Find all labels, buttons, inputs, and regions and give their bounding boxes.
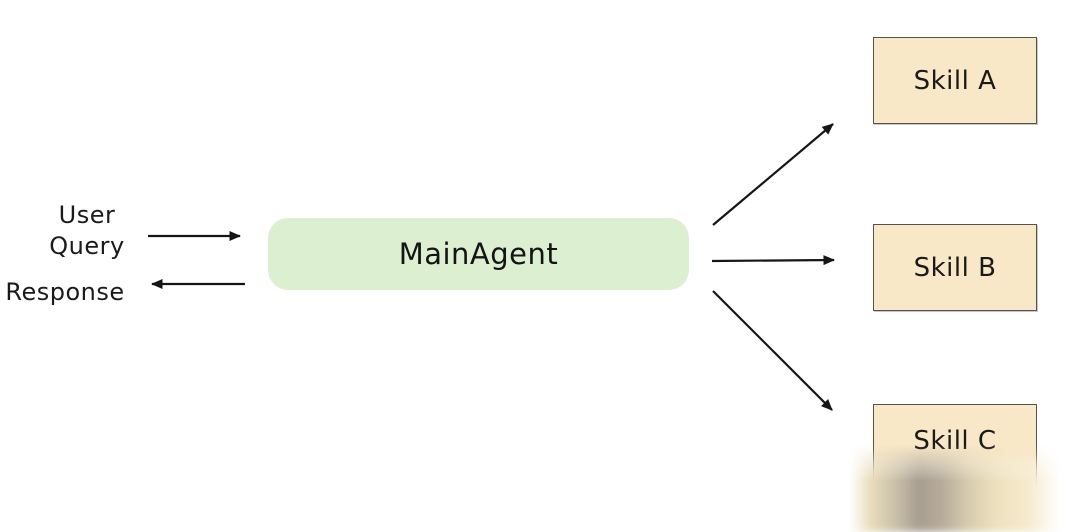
skill-b-node: Skill B [873,224,1037,311]
user-query-label: User Query [22,200,152,262]
arrow-mainagent-to-skill-c [712,290,833,411]
skill-b-node-label: Skill B [913,252,997,283]
arrow-mainagent-to-skill-a [712,123,834,226]
user-query-label-line2: Query [49,232,125,260]
response-label: Response [5,278,125,306]
skill-a-node-label: Skill A [913,65,997,96]
skill-a-node: Skill A [873,37,1037,124]
main-agent-node-label: MainAgent [398,237,559,271]
bottom-edge-blur-artifact [850,444,1060,532]
main-agent-node: MainAgent [268,218,689,290]
arrow-mainagent-to-skill-b [711,255,835,266]
user-query-label-line1: User [58,201,116,229]
